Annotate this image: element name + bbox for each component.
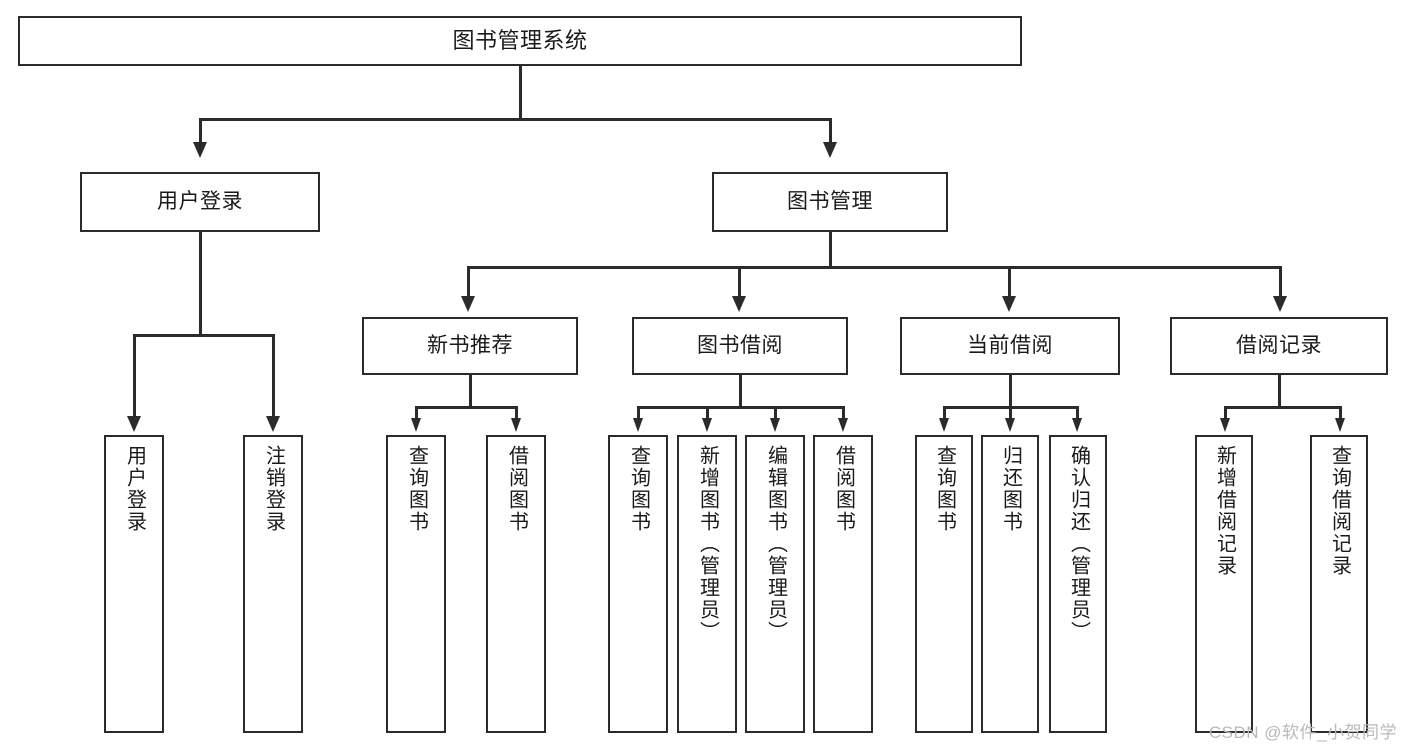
node-leaf-query-book-1[interactable]: 查询图书 (386, 435, 446, 733)
node-borrow-record[interactable]: 借阅记录 (1170, 317, 1388, 375)
connector-user-login-to-leaf-1 (133, 334, 136, 420)
connector-book-manage-to-book-borrow (738, 266, 741, 300)
connector-current-borrow-to-leaf-2 (1009, 406, 1012, 420)
connector-new-book-bus (415, 406, 517, 409)
connector-current-borrow-to-leaf-1 (943, 406, 946, 420)
connector-new-book-to-leaf-1 (415, 406, 418, 420)
node-leaf-logout-label: 注销登录 (262, 445, 285, 533)
arrow-book-manage-to-new-book (461, 296, 475, 312)
node-leaf-confirm-return[interactable]: 确认归还（管理员） (1049, 435, 1107, 733)
node-book-manage[interactable]: 图书管理 (712, 172, 948, 232)
connector-user-login-to-leaf-2 (272, 334, 275, 420)
node-leaf-query-book-1-label: 查询图书 (405, 445, 428, 533)
connector-book-borrow-to-leaf-1 (637, 406, 640, 420)
arrow-book-manage-to-current-borrow (1002, 296, 1016, 312)
connector-borrow-record-to-leaf-1 (1224, 406, 1227, 420)
node-book-manage-label: 图书管理 (787, 190, 873, 214)
node-current-borrow[interactable]: 当前借阅 (900, 317, 1120, 375)
connector-root-to-user-login (199, 118, 202, 146)
node-root-label: 图书管理系统 (452, 27, 588, 53)
connector-new-book-to-leaf-2 (515, 406, 518, 420)
node-leaf-user-login[interactable]: 用户登录 (104, 435, 164, 733)
arrow-new-book-to-leaf-1 (411, 418, 421, 432)
arrow-user-login-to-leaf-1 (127, 416, 141, 432)
node-leaf-add-book[interactable]: 新增图书（管理员） (677, 435, 737, 733)
connector-book-manage-bus (467, 266, 1281, 269)
arrow-book-borrow-to-leaf-4 (838, 418, 848, 432)
connector-current-borrow-stem (1009, 375, 1012, 408)
node-leaf-edit-book[interactable]: 编辑图书（管理员） (745, 435, 805, 733)
connector-book-manage-to-new-book (467, 266, 470, 300)
node-leaf-query-book-3[interactable]: 查询图书 (915, 435, 973, 733)
node-new-book-recommend[interactable]: 新书推荐 (362, 317, 578, 375)
arrow-book-borrow-to-leaf-1 (633, 418, 643, 432)
connector-root-stem (519, 66, 522, 120)
node-new-book-recommend-label: 新书推荐 (427, 334, 513, 358)
node-leaf-return-book-label: 归还图书 (999, 445, 1022, 533)
node-leaf-add-book-label: 新增图书（管理员） (696, 445, 719, 643)
arrow-current-borrow-to-leaf-3 (1072, 418, 1082, 432)
node-book-borrow-label: 图书借阅 (697, 334, 783, 358)
connector-book-borrow-to-leaf-3 (774, 406, 777, 420)
connector-book-borrow-to-leaf-2 (706, 406, 709, 420)
arrow-root-to-user-login (193, 142, 207, 158)
connector-borrow-record-to-leaf-2 (1339, 406, 1342, 420)
node-leaf-user-login-label: 用户登录 (123, 445, 146, 533)
arrow-new-book-to-leaf-2 (511, 418, 521, 432)
arrow-user-login-to-leaf-2 (266, 416, 280, 432)
node-borrow-record-label: 借阅记录 (1236, 334, 1322, 358)
arrow-book-borrow-to-leaf-3 (770, 418, 780, 432)
node-leaf-borrow-book-1[interactable]: 借阅图书 (486, 435, 546, 733)
node-leaf-add-record[interactable]: 新增借阅记录 (1195, 435, 1253, 733)
node-leaf-return-book[interactable]: 归还图书 (981, 435, 1039, 733)
connector-new-book-stem (469, 375, 472, 408)
node-leaf-borrow-book-1-label: 借阅图书 (505, 445, 528, 533)
node-user-login-label: 用户登录 (157, 190, 243, 214)
arrow-borrow-record-to-leaf-2 (1335, 418, 1345, 432)
node-leaf-add-record-label: 新增借阅记录 (1213, 445, 1236, 577)
node-leaf-query-book-2[interactable]: 查询图书 (608, 435, 668, 733)
node-current-borrow-label: 当前借阅 (967, 334, 1053, 358)
arrow-book-manage-to-book-borrow (732, 296, 746, 312)
node-leaf-logout[interactable]: 注销登录 (243, 435, 303, 733)
node-leaf-borrow-book-2-label: 借阅图书 (832, 445, 855, 533)
arrow-book-borrow-to-leaf-2 (702, 418, 712, 432)
arrow-root-to-book-manage (823, 142, 837, 158)
node-leaf-edit-book-label: 编辑图书（管理员） (764, 445, 787, 643)
arrow-borrow-record-to-leaf-1 (1220, 418, 1230, 432)
connector-borrow-record-bus (1224, 406, 1340, 409)
node-book-borrow[interactable]: 图书借阅 (632, 317, 848, 375)
connector-current-borrow-to-leaf-3 (1076, 406, 1079, 420)
connector-borrow-record-stem (1278, 375, 1281, 408)
connector-book-borrow-stem (739, 375, 742, 408)
node-leaf-borrow-book-2[interactable]: 借阅图书 (813, 435, 873, 733)
connector-user-login-bus (133, 334, 272, 337)
connector-book-borrow-to-leaf-4 (842, 406, 845, 420)
connector-root-to-book-manage (829, 118, 832, 146)
node-leaf-query-book-2-label: 查询图书 (627, 445, 650, 533)
connector-user-login-stem (199, 232, 202, 336)
connector-book-borrow-bus (637, 406, 843, 409)
arrow-current-borrow-to-leaf-2 (1005, 418, 1015, 432)
connector-book-manage-to-current-borrow (1008, 266, 1011, 300)
connector-book-manage-stem (829, 232, 832, 268)
connector-root-bus (199, 118, 831, 121)
node-root[interactable]: 图书管理系统 (18, 16, 1022, 66)
connector-book-manage-to-borrow-record (1279, 266, 1282, 300)
node-leaf-query-book-3-label: 查询图书 (933, 445, 956, 533)
arrow-book-manage-to-borrow-record (1273, 296, 1287, 312)
csdn-watermark: CSDN @软件_小贺同学 (1208, 723, 1397, 742)
node-leaf-query-record[interactable]: 查询借阅记录 (1310, 435, 1368, 733)
node-leaf-query-record-label: 查询借阅记录 (1328, 445, 1351, 577)
node-leaf-confirm-return-label: 确认归还（管理员） (1067, 445, 1090, 643)
node-user-login[interactable]: 用户登录 (80, 172, 320, 232)
arrow-current-borrow-to-leaf-1 (939, 418, 949, 432)
